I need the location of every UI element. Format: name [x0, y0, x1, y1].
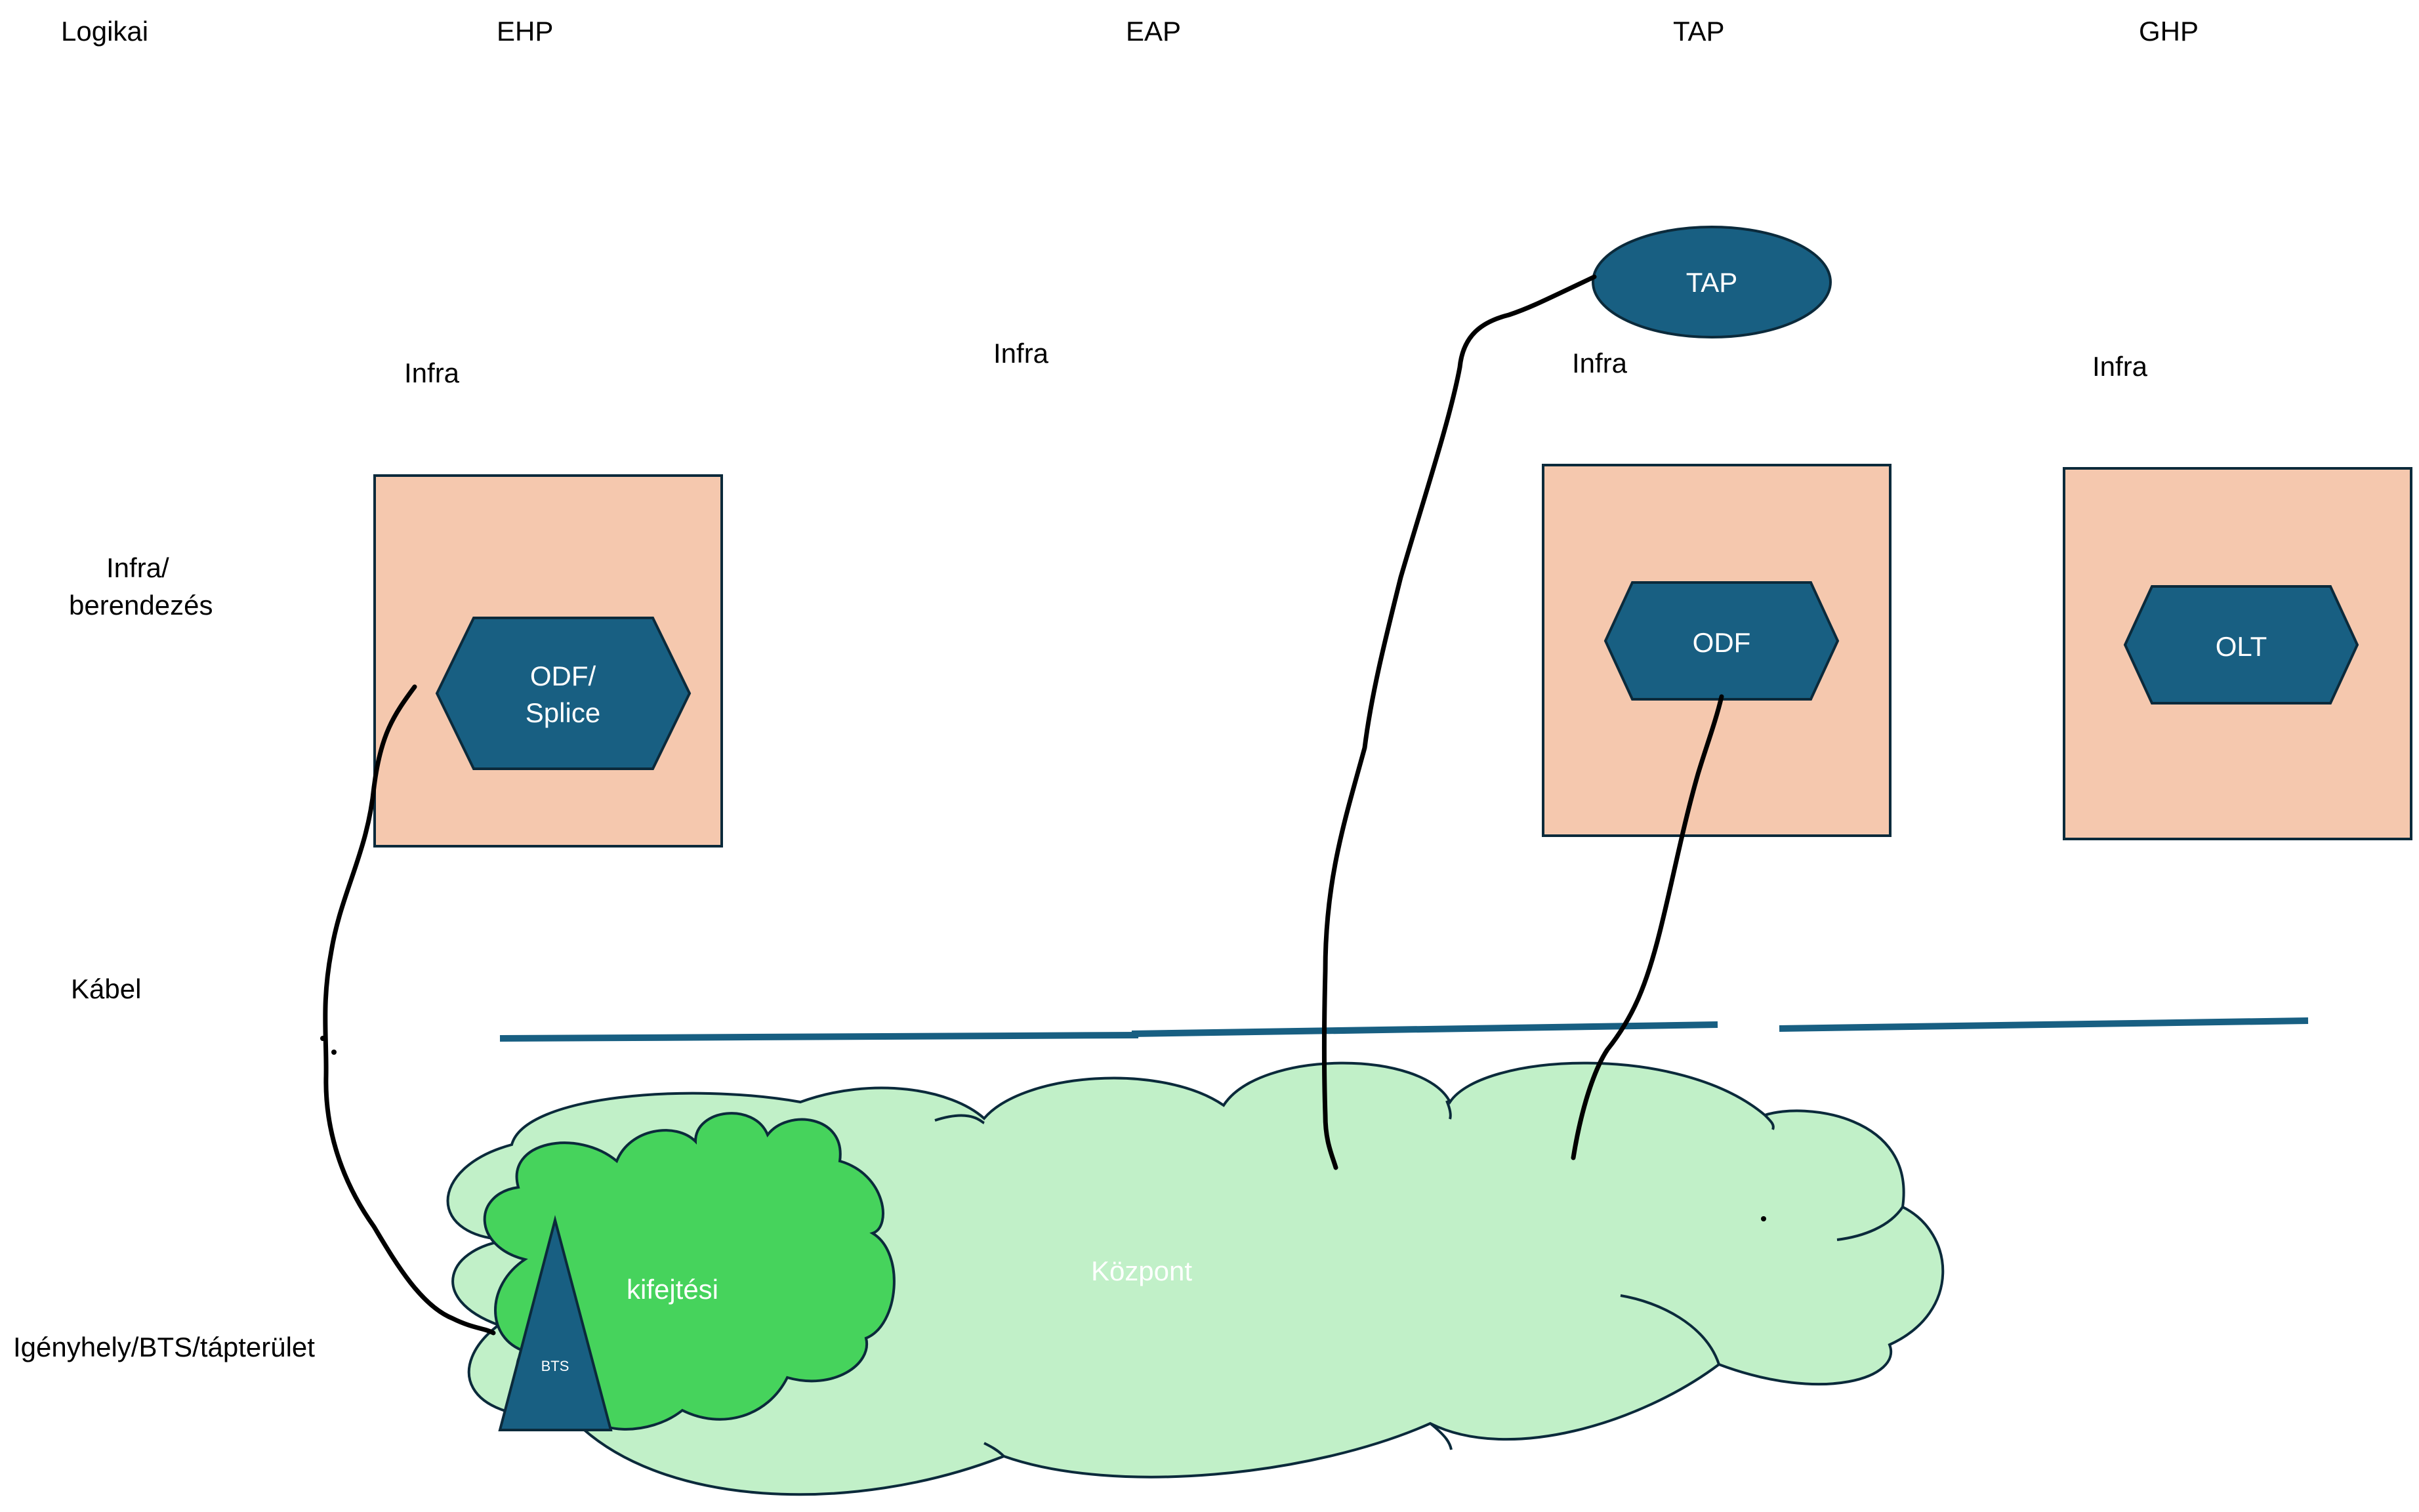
odf-splice-hexagon[interactable] — [435, 617, 692, 770]
row-label-kabel: Kábel — [71, 973, 141, 1004]
kozpont-label: Központ — [1091, 1256, 1192, 1286]
tap-ellipse-label: TAP — [1686, 267, 1738, 298]
tap-ellipse[interactable] — [1592, 226, 1832, 338]
header-eap: EAP — [1126, 16, 1181, 47]
row-label-infra-berendezes-2: berendezés — [69, 590, 213, 621]
odf-splice-label-2: Splice — [526, 697, 600, 728]
row-label-igenyhely: Igényhely/BTS/tápterület — [13, 1332, 315, 1362]
stray-dot — [1761, 1216, 1766, 1221]
kifejtesi-label: kifejtési — [627, 1274, 718, 1305]
cable-line — [499, 1017, 2309, 1042]
stray-dot — [320, 1036, 325, 1041]
odf-hexagon[interactable] — [1603, 581, 1840, 701]
connector-odf-to-kozpont — [1571, 694, 1724, 1160]
odf-label: ODF — [1693, 627, 1751, 658]
odf-splice-label-1: ODF/ — [530, 661, 596, 691]
bts-triangle[interactable] — [498, 1215, 613, 1431]
header-ghp: GHP — [2139, 16, 2199, 47]
connector-odf-splice-to-bts — [323, 684, 496, 1336]
infra-label-tap: Infra — [1572, 348, 1628, 378]
olt-label: OLT — [2216, 631, 2267, 662]
infra-label-ehp: Infra — [404, 358, 460, 388]
header-tap: TAP — [1673, 16, 1725, 47]
stray-dot — [331, 1050, 337, 1055]
infra-label-ghp: Infra — [2092, 351, 2148, 382]
infra-label-eap: Infra — [993, 338, 1049, 369]
olt-hexagon[interactable] — [2123, 585, 2359, 705]
connector-tap-to-kozpont — [1322, 274, 1597, 1170]
bts-label: BTS — [541, 1358, 569, 1374]
header-ehp: EHP — [497, 16, 553, 47]
header-logikai: Logikai — [61, 16, 148, 47]
row-label-infra-berendezes-1: Infra/ — [106, 552, 169, 583]
